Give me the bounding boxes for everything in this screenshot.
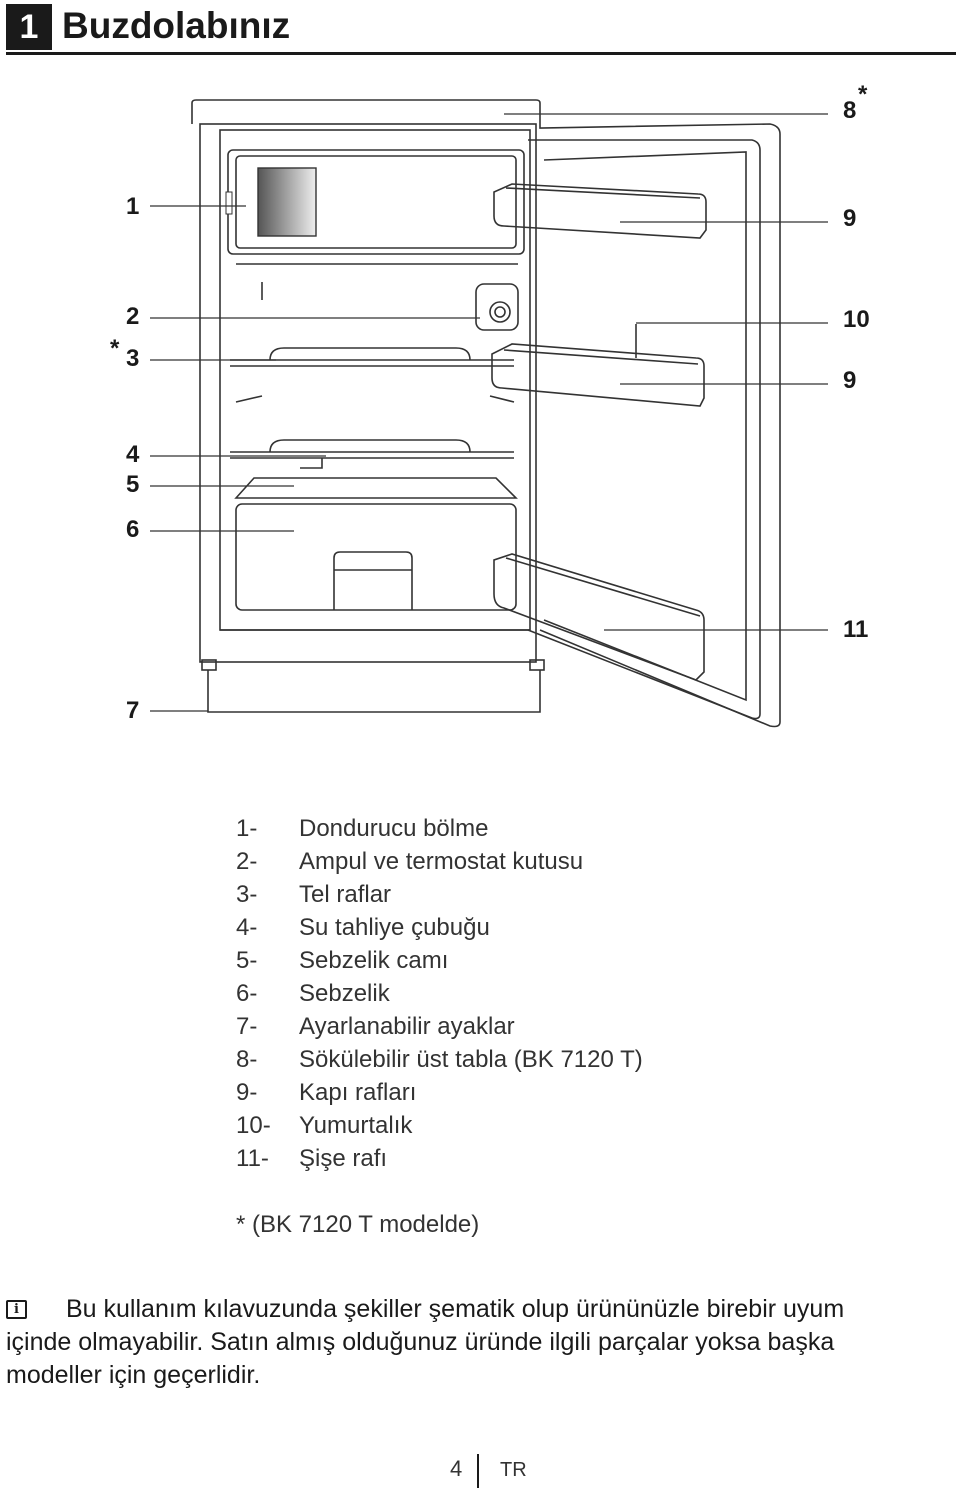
top-cover — [191, 99, 541, 124]
legend-number: 3- — [236, 881, 258, 908]
legend-number: 10- — [236, 1112, 271, 1139]
legend-number: 6- — [236, 980, 258, 1007]
crisper — [235, 503, 517, 611]
legend-item: 7- Ayarlanabilir ayaklar — [236, 1010, 643, 1043]
legend-item: 2- Ampul ve termostat kutusu — [236, 845, 643, 878]
callout-5: 5 — [126, 471, 139, 498]
page-number: 4 — [450, 1456, 463, 1481]
info-note: Bu kullanım kılavuzunda şekiller şematik… — [6, 1295, 845, 1389]
callout-7: 7 — [126, 697, 139, 724]
door-outline — [539, 123, 781, 728]
legend-number: 1- — [236, 815, 258, 842]
crisper-glass — [234, 477, 518, 499]
legend-item: 11- Şişe rafı — [236, 1142, 643, 1175]
legend-item: 1- Dondurucu bölme — [236, 812, 643, 845]
legend-item: 3- Tel raflar — [236, 878, 643, 911]
callout-1: 1 — [126, 193, 139, 220]
legend-item: 6- Sebzelik — [236, 977, 643, 1010]
legend-number: 7- — [236, 1013, 258, 1040]
legend-number: 11- — [236, 1145, 269, 1172]
footer-divider — [477, 1454, 479, 1488]
foot-right — [529, 659, 545, 671]
door-shelf-middle — [491, 343, 705, 407]
legend-label: Sebzelik — [299, 980, 390, 1007]
legend-item: 10- Yumurtalık — [236, 1109, 643, 1142]
legend-label: Su tahliye çubuğu — [299, 914, 490, 941]
callout-9-top: 9 — [843, 205, 856, 232]
legend-label: Sökülebilir üst tabla (BK 7120 T) — [299, 1046, 643, 1073]
wire-shelf-middle — [230, 451, 514, 459]
callout-3-asterisk: * — [110, 335, 120, 362]
callout-3: 3 — [126, 345, 139, 372]
legend-label: Yumurtalık — [299, 1112, 413, 1139]
legend-number: 8- — [236, 1046, 258, 1073]
legend-label: Dondurucu bölme — [299, 815, 489, 842]
lamp-panel — [257, 167, 317, 237]
callout-11: 11 — [843, 616, 868, 643]
legend-label: Sebzelik camı — [299, 947, 449, 974]
legend-label: Tel raflar — [299, 881, 392, 908]
legend-label: Ayarlanabilir ayaklar — [299, 1013, 515, 1040]
legend-number: 4- — [236, 914, 258, 941]
thermostat-box — [475, 283, 519, 331]
info-icon: i — [6, 1300, 27, 1319]
header-divider — [6, 52, 956, 55]
callout-8-asterisk: * — [858, 81, 868, 108]
page-title: Buzdolabınız — [62, 5, 291, 46]
callout-10: 10 — [843, 306, 870, 333]
legend-item: 8- Sökülebilir üst tabla (BK 7120 T) — [236, 1043, 643, 1076]
legend-item: 5- Sebzelik camı — [236, 944, 643, 977]
legend-number: 5- — [236, 947, 258, 974]
legend-number: 9- — [236, 1079, 258, 1106]
cabinet-outline — [199, 123, 537, 663]
callout-6: 6 — [126, 516, 139, 543]
callout-4: 4 — [126, 441, 140, 468]
callout-9-middle: 9 — [843, 367, 856, 394]
foot-left — [201, 659, 217, 671]
leader-lines — [150, 113, 828, 712]
chapter-number: 1 — [6, 4, 52, 50]
refrigerator-diagram: 1 2 * 3 4 5 6 7 8 * 9 10 9 11 — [110, 81, 870, 728]
legend-label: Ampul ve termostat kutusu — [299, 848, 584, 875]
language-code: TR — [500, 1459, 527, 1481]
callout-2: 2 — [126, 303, 139, 330]
legend-label: Kapı rafları — [299, 1079, 417, 1106]
legend-label: Şişe rafı — [299, 1145, 388, 1172]
parts-legend: 1- Dondurucu bölme 2- Ampul ve termostat k… — [236, 812, 643, 1175]
door-shelf-top — [493, 183, 707, 239]
bottle-shelf — [493, 553, 705, 681]
wire-shelf-top — [230, 359, 514, 367]
model-footnote: * (BK 7120 T modelde) — [236, 1211, 480, 1238]
callout-8: 8 — [843, 97, 856, 124]
legend-number: 2- — [236, 848, 258, 875]
legend-item: 9- Kapı rafları — [236, 1076, 643, 1109]
legend-item: 4- Su tahliye çubuğu — [236, 911, 643, 944]
